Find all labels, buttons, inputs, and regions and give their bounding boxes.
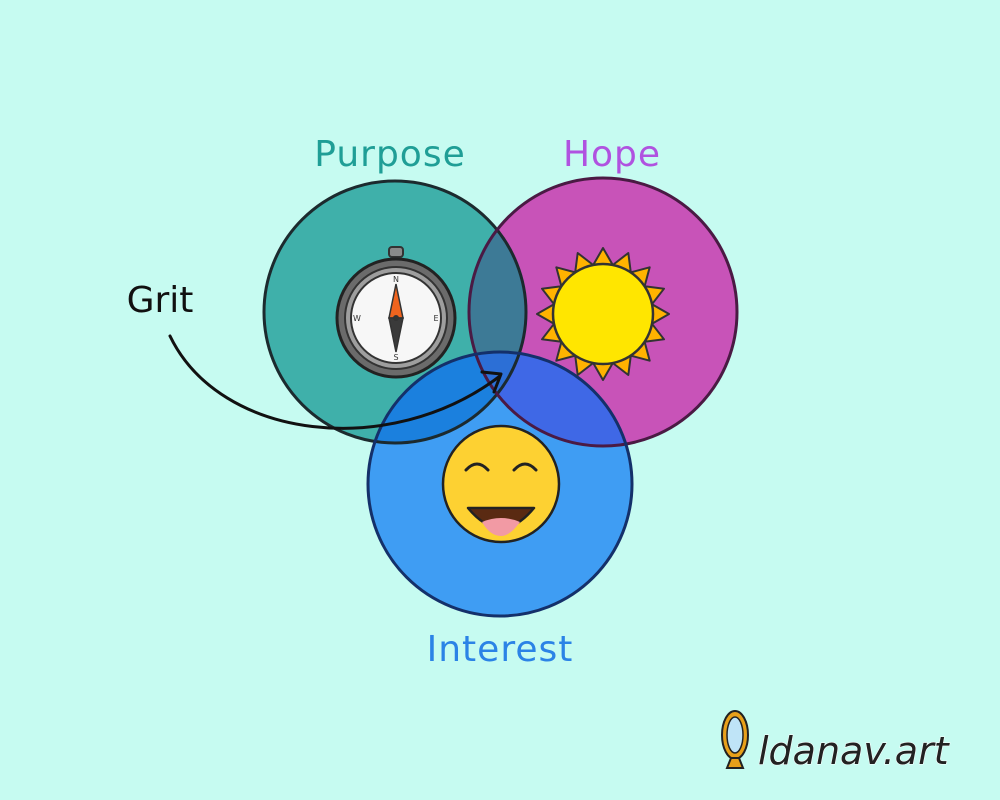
svg-text:E: E [433,314,438,323]
svg-text:W: W [353,314,361,323]
svg-text:S: S [393,353,398,362]
hope-label: Hope [563,134,661,175]
brand-watermark: ldanav.art [758,729,951,773]
overlap-hope-interest [469,352,632,446]
svg-text:N: N [393,275,399,284]
smiley-face-icon [441,424,561,544]
grit-label: Grit [127,280,194,321]
mirror-icon [721,710,749,769]
grit-arrow [168,334,503,430]
interest-label: Interest [427,629,574,670]
purpose-label: Purpose [314,134,465,175]
overlap-purpose-interest [368,352,526,443]
compass-icon: N S W E [335,246,457,379]
sun-disc [551,262,655,366]
sun-icon [536,247,670,381]
